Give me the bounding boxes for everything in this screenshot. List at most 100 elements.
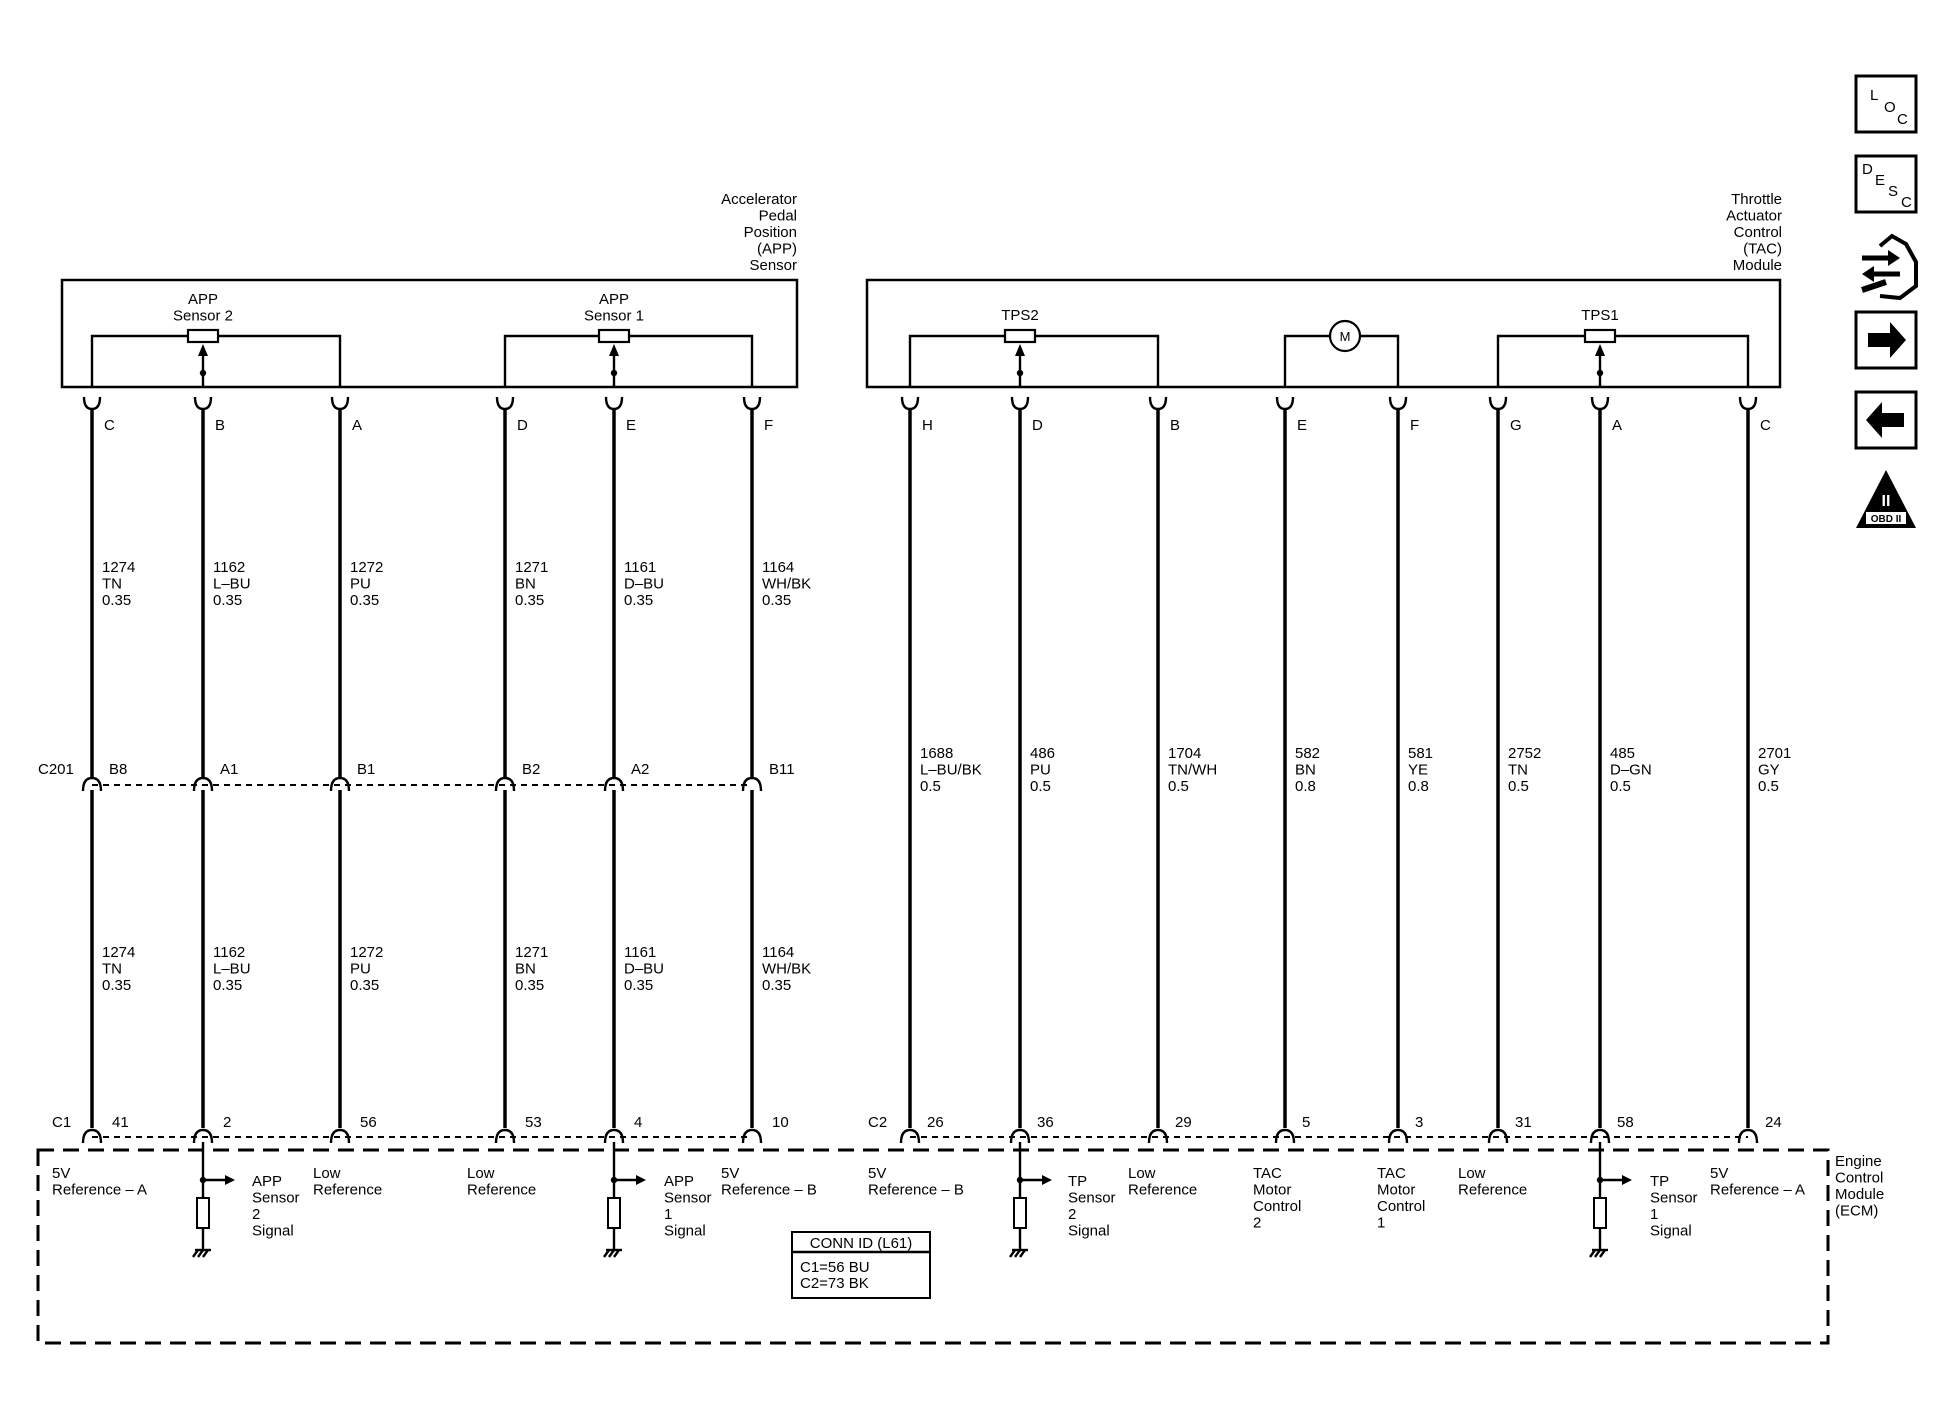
app-wire-upper-label-line: 1161 (624, 559, 656, 576)
ecm-tp2-signal-input-ground-hatch (1014, 1249, 1021, 1258)
ecm-circuit-c2-line: Motor (1253, 1182, 1291, 1199)
ecm-circuit-c2-line: TP (1068, 1173, 1087, 1190)
app-sensor1-pot-loop (503, 334, 754, 388)
app-sensor1-pot (503, 328, 754, 388)
tac-pin-terminal (1590, 396, 1610, 411)
app-wire-upper-label-line: 0.35 (624, 592, 653, 609)
loc-button[interactable]: LOC (1854, 74, 1918, 134)
tps2-pot-arrow (1015, 344, 1025, 356)
app-sensor2-pot-element (186, 328, 220, 344)
app-sensor2-label-line: APP (188, 291, 218, 308)
c1-pin-label: 56 (360, 1114, 377, 1131)
app-wire-upper-label-line: 1272 (350, 559, 383, 576)
tac-pin-label: D (1032, 417, 1043, 434)
ecm-circuit-c1-line: 1 (664, 1206, 672, 1223)
tac-wire-label-line: 486 (1030, 745, 1055, 762)
desc-letter: D (1862, 161, 1873, 178)
tac-module-title-line: Actuator (1726, 208, 1782, 225)
ecm-circuit-c2-line: Reference (1128, 1182, 1197, 1199)
tps2-label: TPS2 (1001, 307, 1039, 324)
app-pin-terminal (742, 396, 762, 411)
motor-label: M (1340, 329, 1351, 344)
app-wire-upper-label-line: 1164 (762, 559, 794, 576)
c201-pin-label: B11 (769, 761, 795, 778)
ecm-tp2-signal-input (1009, 1142, 1052, 1258)
app-wire-lower-label-line: 1274 (102, 944, 135, 961)
app-sensor2-pot-loop (90, 334, 342, 388)
wrench-arrows-icon[interactable] (1861, 233, 1918, 301)
app-sensor-title-line: Sensor (749, 257, 797, 274)
c201-terminal (81, 776, 103, 792)
conn-id-box (791, 1231, 931, 1299)
app-wire-upper-label-line: 1274 (102, 559, 135, 576)
tps2-pot-loop (908, 334, 1160, 388)
app-wire-upper-label-line: WH/BK (762, 576, 811, 593)
app-sensor-title-line: (APP) (757, 241, 797, 258)
app-pin-terminal (193, 396, 213, 411)
app-sensor-title-line: Accelerator (721, 191, 797, 208)
arrow-right-icon (1868, 322, 1906, 358)
tac-module-title-line: Module (1733, 257, 1782, 274)
previous-button[interactable] (1854, 390, 1918, 450)
ecm-app1-signal-input-ground-hatch (608, 1249, 615, 1258)
tps1-pot-node (1596, 369, 1604, 377)
c201-pin-label: B2 (522, 761, 540, 778)
ecm-tp1-signal-input-ground-hatch (1589, 1249, 1596, 1258)
ecm-circuit-c1-line: Low (313, 1165, 341, 1182)
app-wire-upper-label-line: 1162 (213, 559, 245, 576)
app-wire-lower-label-line: TN (102, 961, 122, 978)
ecm-circuit-c1-line: Reference – A (52, 1182, 147, 1199)
tac-wire-label-line: 485 (1610, 745, 1635, 762)
app-wire-lower-label-line: 0.35 (624, 977, 653, 994)
ecm-circuit-c2-line: TAC (1253, 1165, 1282, 1182)
c2-pin-label: 3 (1415, 1114, 1423, 1131)
wrench-handle (1861, 279, 1887, 293)
app-wire-lower-label-line: BN (515, 961, 536, 978)
ecm-title-line: Engine (1835, 1153, 1882, 1170)
c2-terminal (899, 1128, 921, 1144)
ecm-circuit-c1-line: Reference (467, 1182, 536, 1199)
tps1-pot-arrow (1595, 344, 1605, 356)
c1-terminal (81, 1128, 103, 1144)
tac-wire-label-line: 0.5 (1610, 778, 1631, 795)
ecm-box (36, 1148, 1830, 1345)
app-wire-upper-label-line: 0.35 (102, 592, 131, 609)
wrench-arrow-right-head (1888, 250, 1900, 266)
app-wire-lower-label-line: WH/BK (762, 961, 811, 978)
app-pin-label: A (352, 417, 362, 434)
ecm-circuit-c2-line: 2 (1068, 1206, 1076, 1223)
next-button[interactable] (1854, 310, 1918, 370)
ecm-circuit-c1-line: Sensor (252, 1190, 300, 1207)
app-wire-upper-label-line: 1271 (515, 559, 548, 576)
ecm-circuit-c1-line: 5V (721, 1165, 739, 1182)
tac-pin-terminal (900, 396, 920, 411)
app-wire-upper-label-line: 0.35 (515, 592, 544, 609)
ecm-app1-signal-input-ground-hatch (613, 1249, 620, 1258)
ecm-tp1-signal-input-ground-hatch (1594, 1249, 1601, 1258)
desc-letter: E (1875, 172, 1885, 189)
c2-pin-label: 58 (1617, 1114, 1634, 1131)
c201-pin-label: A1 (220, 761, 238, 778)
ecm-circuit-c2-line: 2 (1253, 1215, 1261, 1232)
tac-wire-label-line: 582 (1295, 745, 1320, 762)
